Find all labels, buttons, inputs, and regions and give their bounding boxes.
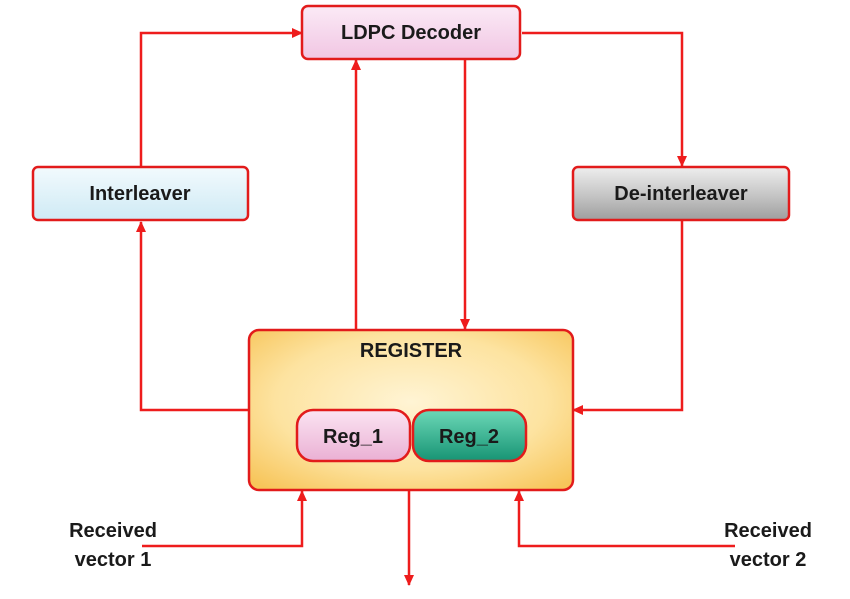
- reg1-block: Reg_1: [295, 408, 412, 463]
- reg2-label: Reg_2: [439, 426, 499, 448]
- register-block: REGISTER Reg_1 Reg_2: [247, 328, 575, 492]
- received-vector-2-line2: vector 2: [730, 549, 807, 571]
- connectors: [136, 28, 735, 586]
- ldpc-decoder-block: LDPC Decoder: [300, 4, 522, 61]
- received-vector-2-line1: Received: [724, 520, 812, 542]
- received-vector-1-label: Received vector 1: [69, 520, 157, 571]
- arrow-decoder-to-deinterleaver: [522, 31, 687, 167]
- arrow-interleaver-to-decoder: [139, 28, 303, 166]
- arrow-deinterleaver-to-register: [572, 221, 684, 415]
- deinterleaver-block: De-interleaver: [571, 165, 791, 222]
- ldpc-decoder-label: LDPC Decoder: [341, 22, 481, 44]
- received-vector-1-line2: vector 1: [75, 549, 152, 571]
- received-vector-2-label: Received vector 2: [724, 520, 812, 571]
- arrow-register-to-interleaver: [136, 221, 249, 412]
- interleaver-block: Interleaver: [31, 165, 250, 222]
- deinterleaver-label: De-interleaver: [614, 183, 748, 205]
- received-vector-1-line1: Received: [69, 520, 157, 542]
- interleaver-label: Interleaver: [89, 183, 190, 205]
- arrow-vector1-to-register: [142, 490, 307, 548]
- register-label: REGISTER: [360, 340, 463, 362]
- reg1-label: Reg_1: [323, 426, 383, 448]
- arrow-vector2-to-register: [514, 490, 735, 548]
- reg2-block: Reg_2: [411, 408, 528, 463]
